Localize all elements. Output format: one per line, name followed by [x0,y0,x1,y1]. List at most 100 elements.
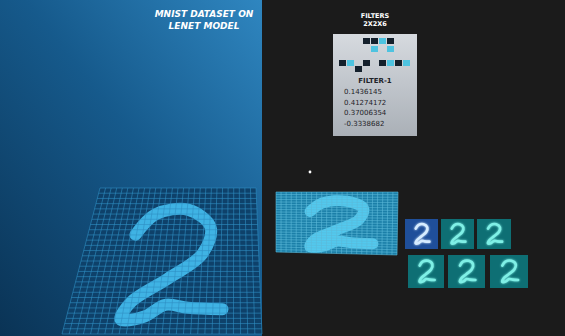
feature-map-line [341,192,343,254]
weight-cell [403,60,410,66]
output-tile [448,255,485,288]
input-grid-line [62,334,262,335]
blue-panel [0,0,262,336]
filter-panel: FILTERS 2X2X6FILTER-10.14361450.41274172… [333,12,417,136]
feature-map-line [276,242,397,245]
weight-cell [347,60,354,66]
input-grid-line [76,281,260,282]
output-tile [441,219,474,249]
input-grid-line [226,188,228,334]
input-grid-line [67,313,261,314]
output-tile [477,219,511,249]
weight-cell [371,46,378,52]
filter-value: 0.1436145 [333,87,417,98]
input-grid-line [169,188,183,334]
feature-map-line [361,192,363,254]
input-grid-line [66,318,261,319]
feature-map-line [276,252,397,255]
weight-cell [355,66,362,72]
input-grid-line [183,188,194,334]
weight-cell [387,60,394,66]
input-grid-line [69,307,261,308]
feature-map-ground [276,192,398,255]
weight-cell [379,60,386,66]
input-grid-line [80,266,260,267]
tile-digit [420,261,435,282]
output-tile [408,255,444,288]
input-grid-line [212,188,217,334]
weight-cell [371,38,378,44]
feature-map-line [391,192,393,255]
weight-cell [379,38,386,44]
input-grid-digit [120,209,222,321]
weight-cell [395,60,402,66]
tile-ground [477,219,511,249]
tile-digit [460,261,475,282]
input-grid-line [72,297,261,298]
input-grid-line [176,188,189,334]
input-grid-line [74,287,260,288]
feature-map-line [366,192,368,254]
input-grid-line [78,271,259,272]
feature-map-line [381,192,383,255]
input-grid-line [250,188,254,334]
weight-cell [387,38,394,44]
input-grid [62,188,262,334]
filter-weights [333,34,417,76]
filter-value: 0.37006354 [333,108,417,119]
feature-map-line [371,192,373,254]
feature-map-line [276,225,397,227]
input-grid-line [77,276,260,277]
feature-map-line [276,227,397,229]
input-grid-line [245,188,248,334]
output-tile [490,255,528,288]
feature-map-line [276,247,397,250]
feature-map-line [386,192,388,255]
cursor-dot [309,171,312,174]
input-grid-line [198,188,206,334]
panel-heading: FILTERS 2X2X6 [355,12,395,29]
input-grid-line [256,188,262,334]
weight-cell [363,38,370,44]
feature-map-grid [276,192,398,255]
weight-cell [387,46,394,52]
input-grid-ground [62,188,262,334]
feature-map-line [276,245,397,248]
input-grid-line [73,292,260,293]
panel-body: FILTER-10.14361450.412741720.37006354-0.… [333,34,417,136]
feature-map-line [276,240,397,242]
tile-ground [408,255,444,288]
input-grid-line [205,188,212,334]
tile-ground [441,219,474,249]
input-grid-line [81,261,259,262]
feature-map-line [276,232,397,234]
tile-digit [488,224,502,243]
tile-digit [502,261,518,282]
output-tile [405,219,438,249]
feature-map-line [346,192,348,254]
tile-ground [448,255,485,288]
tile-ground [405,219,438,249]
feature-map-line [356,192,358,254]
input-grid-line [65,323,262,324]
input-grid-line [63,328,261,329]
input-grid-line [233,188,234,334]
feature-map-line [276,250,397,253]
weight-cell [339,60,346,66]
feature-map-line [397,192,398,255]
feature-map-line [276,230,397,232]
filter-value: -0.3338682 [333,119,417,130]
input-grid-line [70,302,261,303]
tile-ground [490,255,528,288]
title-box: MNIST DATASET ON LENET MODEL [152,9,256,32]
weight-cell [363,60,370,66]
feature-map-line [276,222,398,224]
feature-map-line [376,192,378,255]
feature-map-line [351,192,353,254]
feature-map-line [276,237,397,239]
output-tiles [405,219,528,288]
tile-digit [452,224,466,243]
title: MNIST DATASET ON LENET MODEL [152,9,256,32]
